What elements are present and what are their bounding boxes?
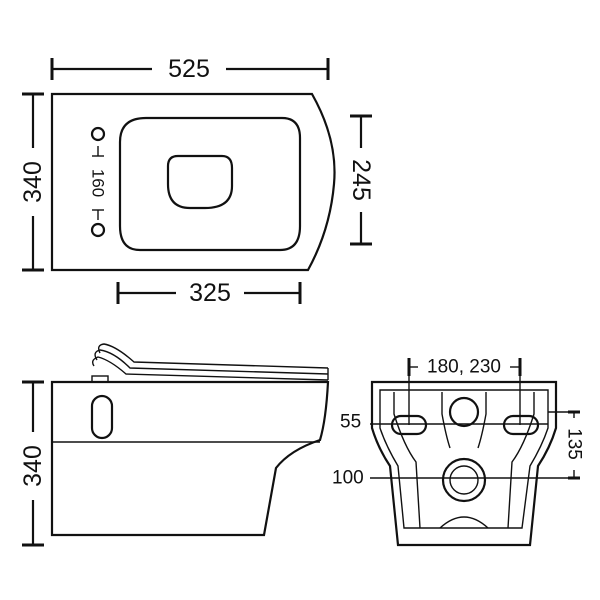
overall-length-label: 525 bbox=[168, 55, 210, 83]
inlet-diameter-label: 55 bbox=[340, 412, 361, 433]
rear-view-inlet bbox=[448, 396, 480, 428]
rear-view: 180, 230 55 100 135 bbox=[332, 357, 585, 547]
top-view-bowl-opening bbox=[166, 154, 234, 210]
overall-width-dimension: 340 bbox=[19, 92, 47, 272]
rear-view-inner-outline bbox=[379, 389, 549, 529]
outlet-diameter-label: 100 bbox=[332, 468, 364, 489]
top-view-fixing-hole-top bbox=[90, 126, 106, 142]
fixing-spacing-dimension: 180, 230 bbox=[407, 357, 522, 425]
top-view-seat-outline bbox=[118, 116, 302, 252]
rear-view-outlet bbox=[441, 457, 487, 503]
height-label: 340 bbox=[19, 445, 47, 487]
fixing-hole-spacing-dimension: 160 bbox=[89, 146, 108, 220]
rear-view-fixing-slot-right bbox=[502, 414, 540, 436]
side-view-inlet-slot bbox=[90, 394, 114, 440]
fixing-spacing-label: 180, 230 bbox=[427, 357, 501, 378]
height-dimension: 340 bbox=[19, 380, 47, 547]
inlet-diameter-dimension: 55 bbox=[340, 412, 548, 433]
rear-view-right-cavity bbox=[507, 392, 535, 529]
seat-width-dimension: 245 bbox=[347, 114, 375, 246]
top-view: 160 525 340 245 bbox=[19, 55, 375, 307]
rear-view-outlet-inner bbox=[449, 465, 479, 495]
fixing-hole-height-label: 135 bbox=[564, 428, 585, 460]
overall-length-dimension: 525 bbox=[50, 55, 330, 83]
rear-view-center-cavity bbox=[439, 392, 489, 529]
seat-width-label: 245 bbox=[347, 159, 375, 201]
outlet-diameter-dimension: 100 bbox=[332, 468, 568, 489]
fixing-hole-height-dimension: 135 bbox=[548, 410, 585, 480]
seat-length-label: 325 bbox=[189, 279, 231, 307]
seat-length-dimension: 325 bbox=[116, 279, 302, 307]
overall-width-label: 340 bbox=[19, 161, 47, 203]
rear-view-left-cavity bbox=[393, 392, 421, 529]
top-view-fixing-hole-bottom bbox=[90, 222, 106, 238]
rear-view-outer-outline bbox=[370, 380, 558, 547]
side-view: 340 bbox=[19, 343, 330, 547]
side-view-seat-lid bbox=[91, 343, 329, 383]
fixing-hole-spacing-label: 160 bbox=[89, 169, 108, 197]
side-view-body-outline bbox=[50, 380, 330, 537]
top-view-body-outline bbox=[50, 92, 336, 272]
